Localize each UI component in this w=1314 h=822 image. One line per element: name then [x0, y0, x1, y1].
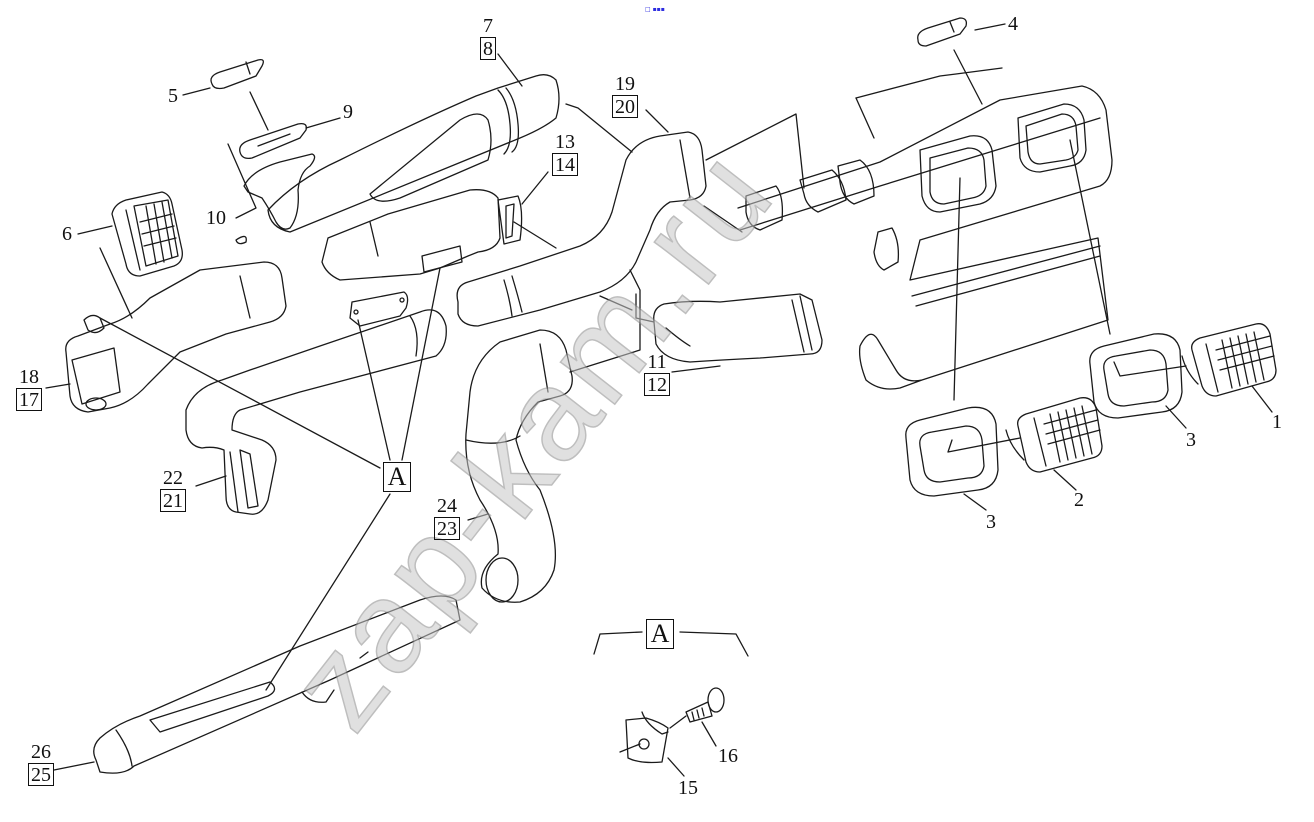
header-mark: □ ▪▪▪	[645, 6, 665, 13]
callout-2: 2	[1074, 489, 1084, 511]
leader-7-8	[497, 53, 523, 87]
part-16-screw	[669, 687, 725, 729]
leader-a-clip1	[357, 319, 391, 461]
callout-3b: 3	[1186, 429, 1196, 451]
axis-19-down	[703, 205, 743, 233]
callout-24: 24	[434, 496, 460, 518]
callout-18: 18	[16, 367, 42, 389]
callout-12: 12	[644, 374, 670, 396]
leader-9	[305, 117, 341, 129]
part-26-25-duct	[93, 595, 461, 774]
axis-5	[249, 91, 269, 131]
axis-13	[513, 221, 557, 249]
callout-1: 1	[1272, 411, 1282, 433]
axis-11-left	[599, 295, 633, 311]
callout-7: 7	[480, 16, 496, 38]
part-13-14-duct	[321, 189, 523, 281]
leader-4	[974, 23, 1006, 31]
callout-8: 8	[480, 38, 496, 60]
axis-19-right	[705, 113, 805, 189]
part-1-grille	[1181, 323, 1277, 397]
callout-11: 11	[644, 352, 670, 374]
leader-13-14	[521, 171, 549, 205]
leader-26-25	[53, 761, 95, 771]
callout-19-20: 19 20	[612, 74, 638, 118]
leader-3b	[1165, 405, 1187, 429]
part-18-17-duct	[65, 261, 287, 413]
part-10-connector	[235, 153, 316, 245]
callout-21: 21	[160, 490, 186, 512]
axis-grille-right	[1069, 139, 1111, 335]
part-5-cap	[210, 58, 264, 90]
axis-19-left	[565, 103, 633, 153]
leader-16	[701, 721, 717, 747]
leader-3a	[963, 493, 987, 511]
callout-20: 20	[612, 96, 638, 118]
leader-2	[1053, 469, 1077, 491]
callout-14: 14	[552, 154, 578, 176]
detail-a-bracket-left	[593, 631, 643, 655]
leader-a-clip2	[401, 267, 441, 461]
detail-ref-a-detail: A	[646, 619, 674, 649]
callout-23: 23	[434, 518, 460, 540]
callout-6: 6	[62, 223, 72, 245]
axis-11	[635, 293, 655, 323]
part-11-12-duct	[653, 293, 823, 363]
part-15-clip	[619, 711, 669, 764]
callout-22-21: 22 21	[160, 468, 186, 512]
dashboard-panel	[737, 85, 1113, 390]
leader-15	[667, 757, 685, 777]
axis-6	[99, 247, 133, 319]
callout-19: 19	[612, 74, 638, 96]
callout-5: 5	[168, 85, 178, 107]
leader-24-23	[467, 513, 489, 521]
leader-19-20	[645, 109, 669, 133]
detail-ref-a-main: A	[383, 462, 411, 492]
axis-dash-top	[855, 67, 1003, 99]
callout-3a: 3	[986, 511, 996, 533]
callout-24-23: 24 23	[434, 496, 460, 540]
leader-18-17	[45, 383, 71, 389]
callout-18-17: 18 17	[16, 367, 42, 411]
axis-left-a	[99, 317, 381, 469]
axis-4	[953, 49, 983, 105]
part-24-23-duct	[465, 329, 573, 603]
callout-26: 26	[28, 742, 54, 764]
leader-5	[182, 87, 211, 96]
part-3-bezel-right	[1089, 333, 1187, 419]
detail-a-bracket-right	[679, 631, 749, 657]
callout-13: 13	[552, 132, 578, 154]
callout-10: 10	[206, 207, 226, 229]
leader-1	[1251, 385, 1273, 413]
part-2-grille	[1005, 397, 1103, 473]
part-19-20-duct	[456, 131, 707, 327]
callout-26-25: 26 25	[28, 742, 54, 786]
callout-4: 4	[1008, 13, 1018, 35]
leader-a-clip3	[265, 493, 391, 691]
axis-24	[569, 269, 641, 373]
callout-17: 17	[16, 389, 42, 411]
part-4-cap	[917, 17, 968, 47]
callout-25: 25	[28, 764, 54, 786]
callout-9: 9	[343, 101, 353, 123]
axis-dash-left	[855, 97, 875, 139]
leader-10	[227, 143, 257, 219]
part-3-bezel-left	[905, 406, 1021, 497]
part-9-trim	[239, 122, 307, 160]
callout-15: 15	[678, 777, 698, 799]
leader-22-21	[195, 475, 227, 487]
callout-7-8: 7 8	[480, 16, 496, 60]
axis-grille-left	[953, 177, 961, 401]
part-6-vent	[111, 191, 183, 277]
part-7-8-duct	[267, 74, 560, 233]
leader-11-12	[671, 365, 721, 373]
callout-22: 22	[160, 468, 186, 490]
callout-11-12: 11 12	[644, 352, 670, 396]
callout-13-14: 13 14	[552, 132, 578, 176]
leader-6	[77, 225, 113, 235]
callout-16: 16	[718, 745, 738, 767]
